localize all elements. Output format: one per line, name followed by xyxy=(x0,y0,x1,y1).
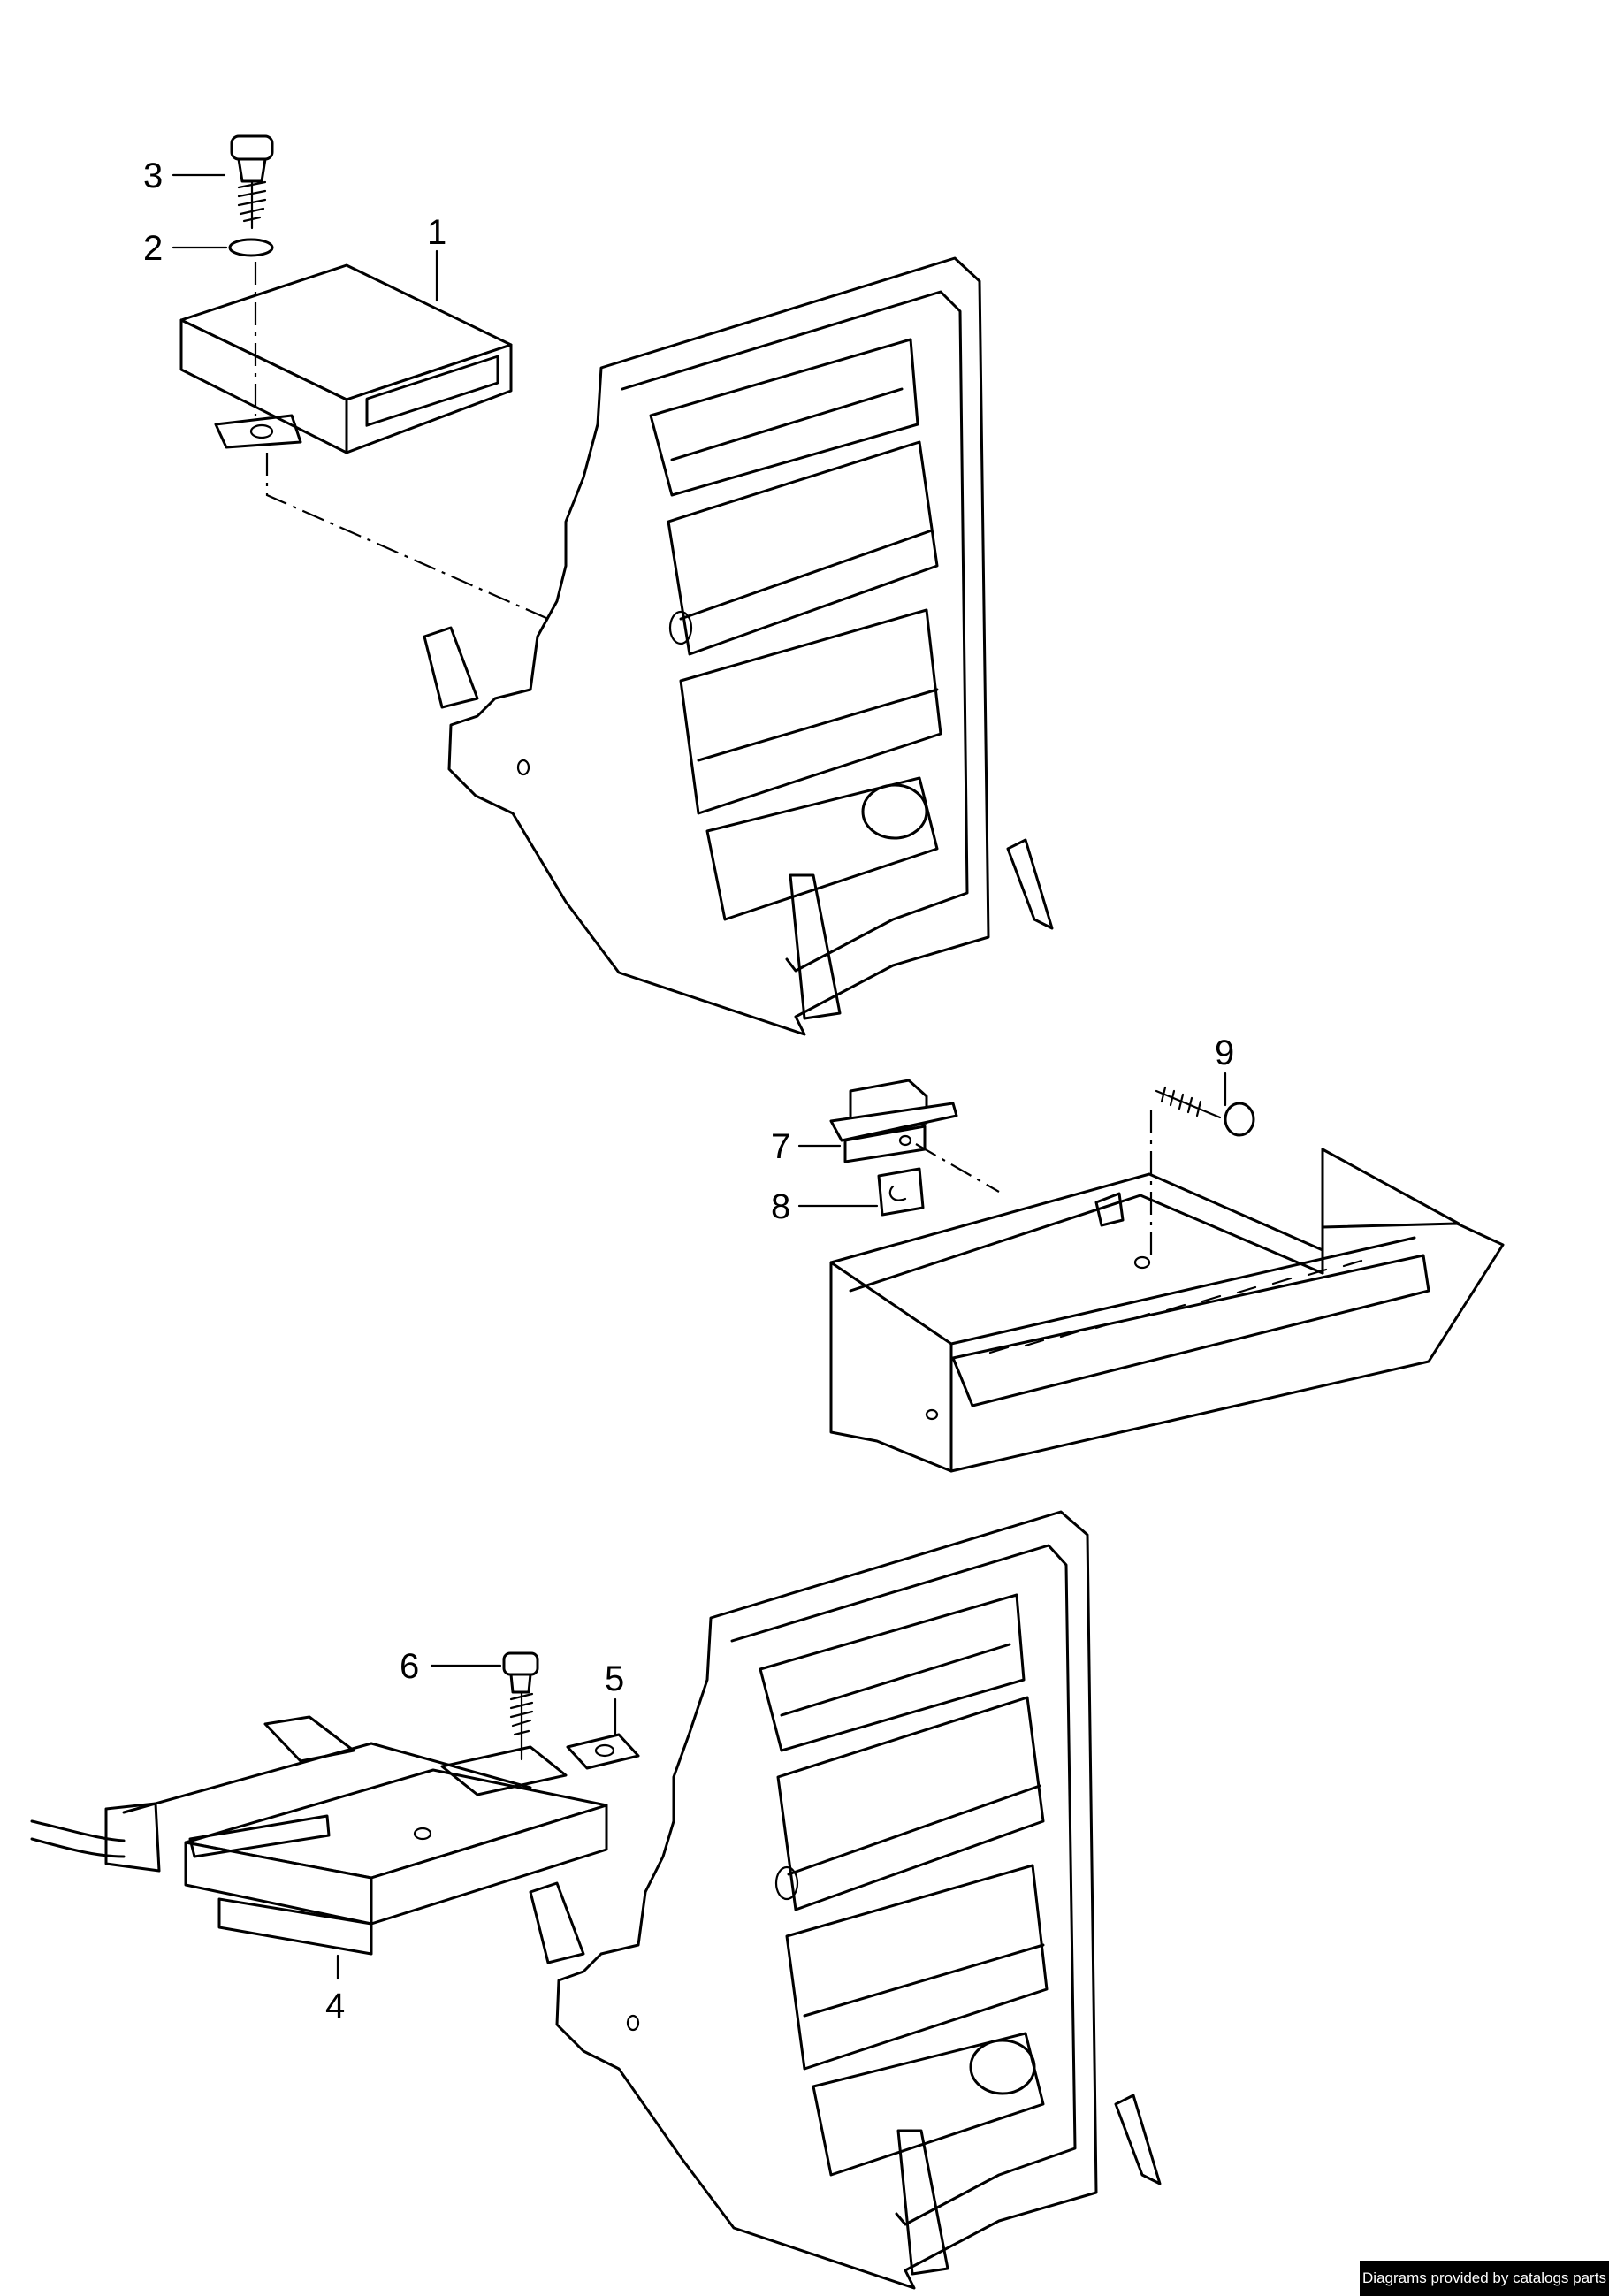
washer-part-2[interactable] xyxy=(228,238,274,257)
callout-4: 4 xyxy=(325,1954,345,2025)
nut-part-5[interactable] xyxy=(566,1733,640,1770)
console-tray xyxy=(829,1148,1505,1473)
screw-part-9[interactable] xyxy=(1155,1086,1255,1137)
callout-1: 1 xyxy=(427,213,446,302)
svg-text:3: 3 xyxy=(143,156,163,195)
svg-text:6: 6 xyxy=(400,1647,419,1686)
svg-text:9: 9 xyxy=(1215,1034,1234,1072)
callout-2: 2 xyxy=(143,229,228,268)
control-unit-part-1[interactable] xyxy=(179,263,513,454)
center-console-top xyxy=(423,256,1054,1036)
center-console-bottom xyxy=(529,1510,1162,2290)
svg-text:1: 1 xyxy=(427,213,446,252)
callout-5: 5 xyxy=(605,1659,624,1736)
bottom-assembly xyxy=(30,1510,1162,2290)
middle-assembly xyxy=(829,1079,1505,1473)
top-assembly xyxy=(179,134,1054,1036)
svg-text:8: 8 xyxy=(771,1187,790,1226)
svg-text:5: 5 xyxy=(605,1659,624,1698)
callout-3: 3 xyxy=(143,156,226,195)
callout-9: 9 xyxy=(1215,1034,1234,1107)
screw-part-3[interactable] xyxy=(230,134,274,230)
svg-text:4: 4 xyxy=(325,1987,345,2025)
control-unit-part-4[interactable] xyxy=(184,1745,608,1956)
callout-8: 8 xyxy=(771,1187,879,1226)
svg-text:2: 2 xyxy=(143,229,163,268)
callout-7: 7 xyxy=(771,1127,842,1166)
svg-text:7: 7 xyxy=(771,1127,790,1166)
screw-part-6[interactable] xyxy=(502,1651,539,1761)
switch-part-7[interactable] xyxy=(829,1079,958,1163)
footer-credit: Diagrams provided by catalogs parts xyxy=(1360,2261,1609,2296)
callout-6: 6 xyxy=(400,1647,502,1686)
clip-part-8[interactable] xyxy=(877,1167,925,1217)
